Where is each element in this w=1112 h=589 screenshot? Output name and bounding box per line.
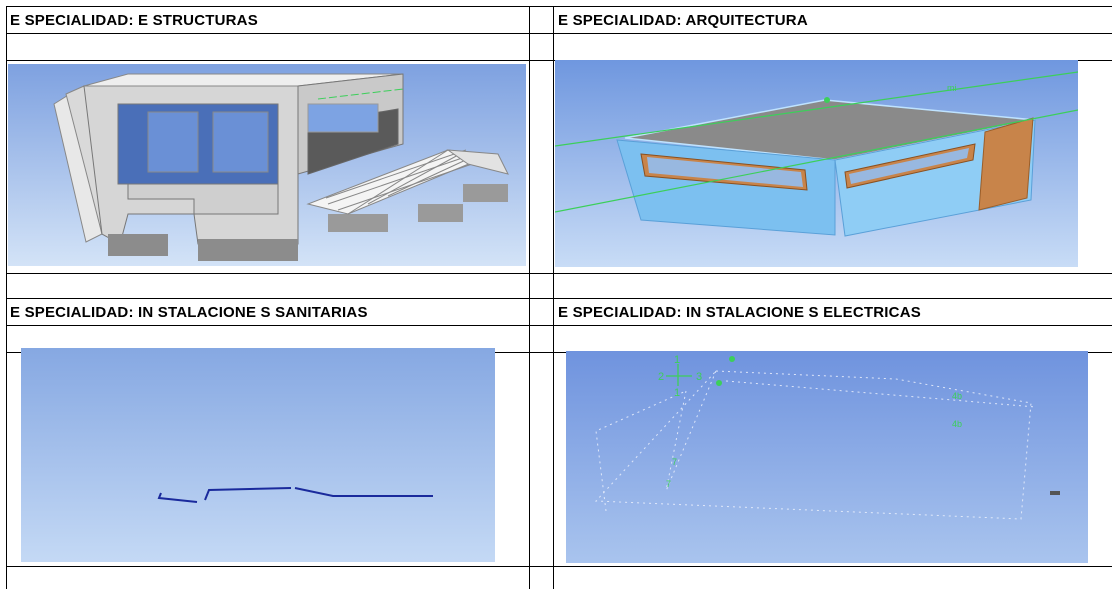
tag-label: 7 [666,479,671,489]
axis-label-bottom: 1 [674,387,680,399]
electrical-header: E SPECIALIDAD: IN STALACIONE S ELECTRICA… [558,304,921,321]
structures-3d-viewport[interactable] [8,64,526,266]
table-row-line [6,325,1112,326]
architecture-header: E SPECIALIDAD: ARQUITECTURA [558,12,808,29]
electrical-installations-3d-model: 1 2 3 1 4b 4b 7 7 [566,351,1088,563]
axis-gizmo [666,364,692,386]
table-border-left [6,6,7,589]
tag-label: 4b [952,391,962,401]
electrical-3d-viewport[interactable]: 1 2 3 1 4b 4b 7 7 [566,351,1088,563]
table-row-line [6,33,1112,34]
table-border-top [6,6,1112,7]
architecture-3d-model: mi [555,60,1078,267]
table-row-line [6,298,1112,299]
axis-label-right: 3 [696,371,702,383]
architecture-3d-viewport[interactable]: mi [555,60,1078,267]
axis-label-left: 2 [658,371,664,383]
table-row-line [6,273,1112,274]
axis-label-top: 1 [674,354,680,366]
table-row-line [6,566,1112,567]
sanitary-installations-3d-model [21,348,495,562]
table-row-line [6,352,1112,353]
sanitary-header: E SPECIALIDAD: IN STALACIONE S SANITARIA… [10,304,368,321]
structures-3d-model [8,64,526,266]
tag-label: 7 [672,457,677,467]
sanitary-3d-viewport[interactable] [21,348,495,562]
structures-header: E SPECIALIDAD: E STRUCTURAS [10,12,258,29]
tag-label: 4b [952,419,962,429]
table-column-line [553,6,554,589]
architecture-dimension-label: mi [947,83,957,93]
table-column-line [529,6,530,589]
pipe-run [157,487,433,503]
